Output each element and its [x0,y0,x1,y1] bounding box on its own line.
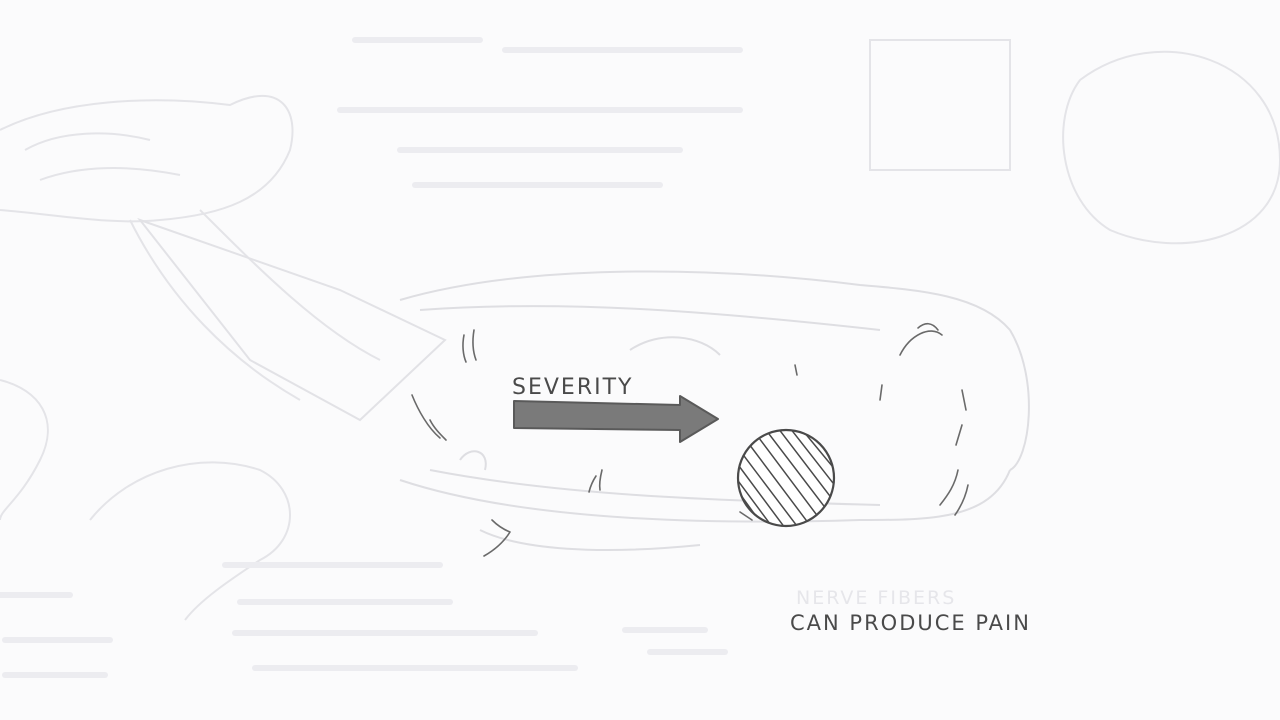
faint-title-line [355,40,740,50]
faint-blade-outline [140,220,445,420]
can-produce-pain-label: CAN PRODUCE PAIN [790,611,1031,635]
faint-background-sketch [0,40,1280,620]
faint-top-box [870,40,1010,170]
hatch-mid-1 [589,476,596,492]
severity-label: SEVERITY [512,375,633,400]
right-cap-dash-1 [880,385,882,400]
severity-arrow-icon [514,396,718,442]
hatch-small [795,365,797,375]
tube-inner-vessel [460,451,486,470]
faint-hand-outline [0,96,293,222]
tube-top-edge [400,271,1010,330]
tumor-mass [736,428,842,532]
tube-bottom-edge [400,470,1010,522]
nerve-fork [484,520,510,556]
faint-hand-knuckles [25,133,180,180]
arrow-shape [514,396,718,442]
right-cap-arc [900,324,942,355]
tube-bottom-bulge [480,530,700,550]
right-cap-dash-2 [962,390,966,410]
vessel-bottom-dark [740,512,752,520]
hatch-mid-2 [600,470,602,490]
nerve-fibers-label: NERVE FIBERS [796,587,956,609]
tube-right-cap [1010,330,1029,470]
faint-text-lines [0,40,740,675]
faint-left-organ [0,380,290,620]
tissue-tube [400,271,1029,550]
faint-arm-outline [130,210,380,400]
right-cap-dash-4 [940,470,958,505]
right-cap-dash-3 [956,425,962,445]
tube-top-edge-inner [420,306,880,330]
hatch-left-2 [473,330,476,360]
hatch-left-1 [463,335,466,362]
faint-blade [140,220,445,420]
hatch-left-3 [412,395,440,438]
tube-bump [630,337,720,355]
faint-right-circle [1063,52,1280,243]
